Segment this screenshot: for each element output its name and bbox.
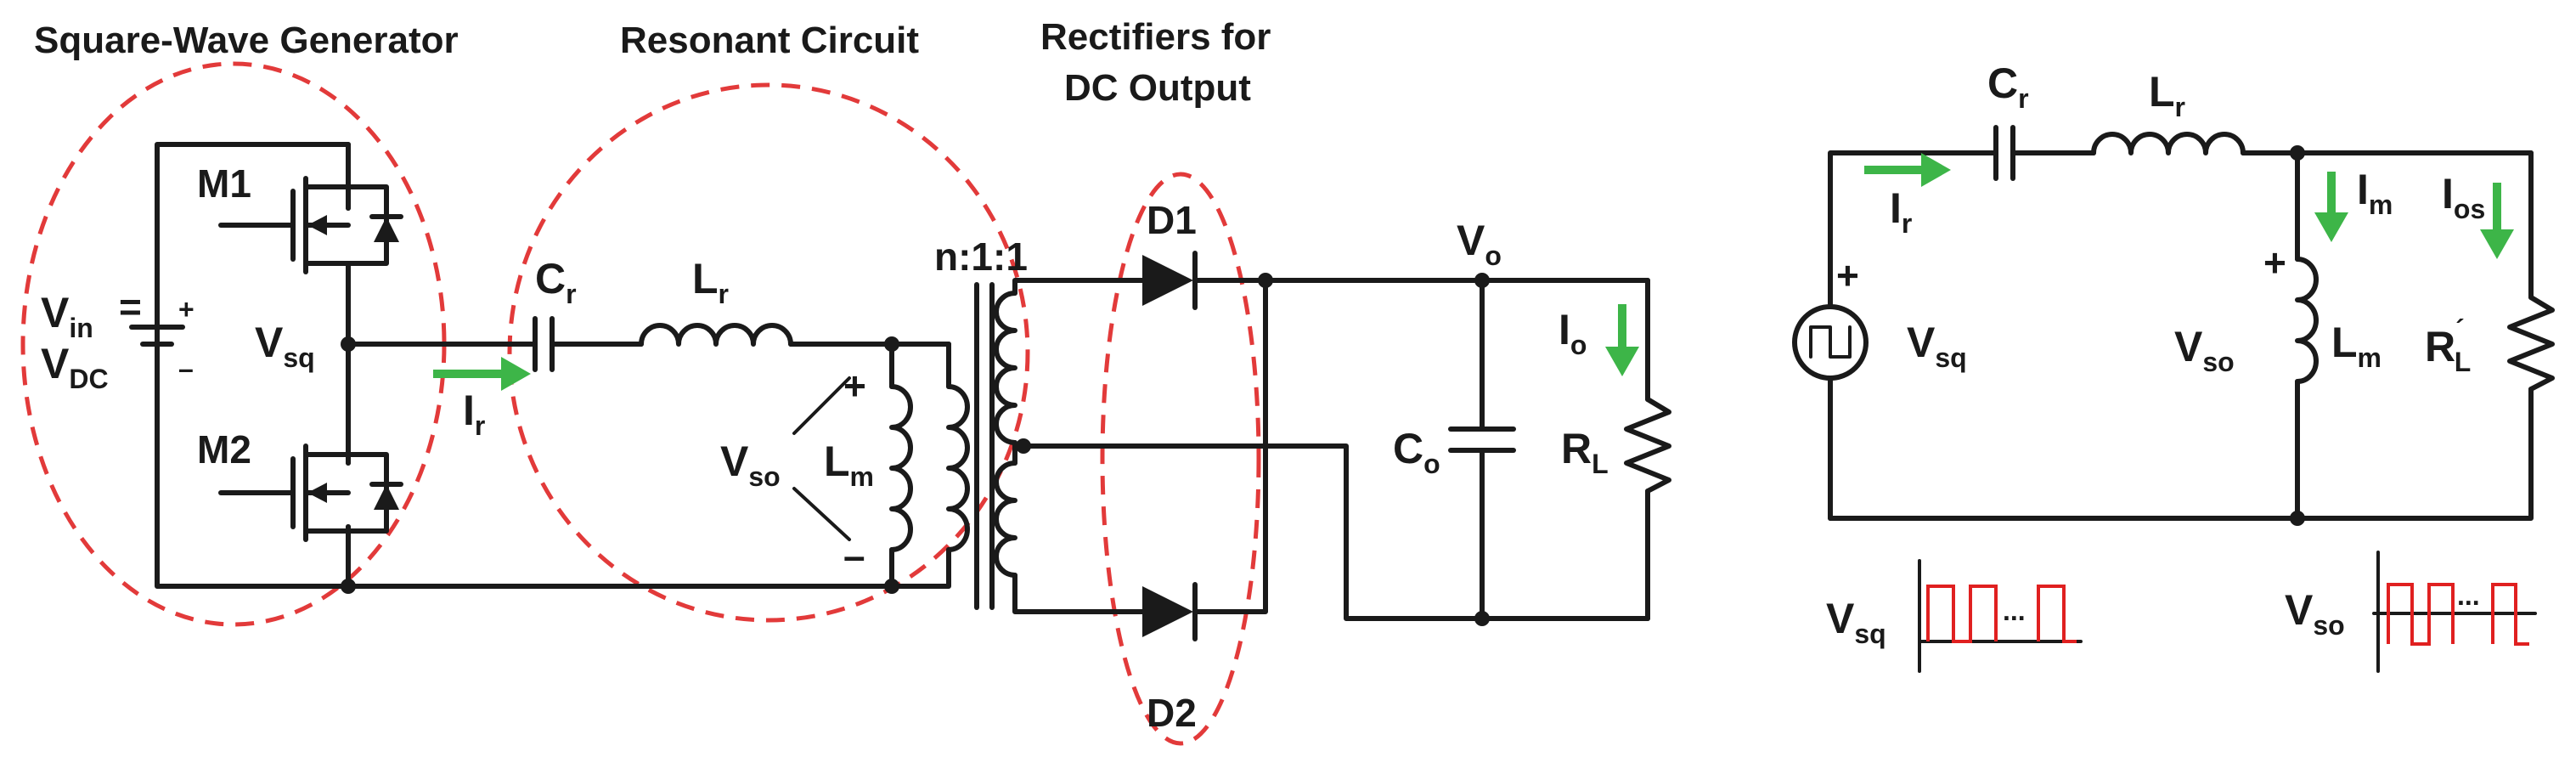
node-co-bottom (1474, 611, 1490, 626)
title-square-wave-generator: Square-Wave Generator (34, 20, 459, 61)
dc-minus: – (178, 353, 194, 384)
transformer (974, 278, 1141, 614)
label-eq-ir: Ir (1890, 184, 1912, 239)
label-vso: Vso (720, 438, 781, 492)
waveform-vso: ... (2372, 551, 2537, 673)
title-resonant-circuit: Resonant Circuit (620, 20, 919, 61)
waveform-vsq: ... (1918, 559, 2083, 673)
label-eq-vso: Vso (2174, 323, 2235, 377)
label-vsq: Vsq (255, 319, 315, 373)
resonant-wiring (346, 316, 970, 589)
label-m1: M1 (197, 161, 251, 206)
label-vso-plus: + (843, 364, 866, 408)
label-lm: Lm (824, 438, 874, 492)
label-ios: Ios (2442, 170, 2485, 224)
label-im: Im (2357, 166, 2393, 220)
current-arrow-io (1605, 304, 1639, 376)
node-bottom-left (341, 579, 356, 594)
label-source-plus: + (1836, 253, 1859, 297)
label-vso-minus: – (843, 534, 865, 578)
label-lr: Lr (692, 255, 729, 309)
current-arrow-ios (2480, 183, 2514, 259)
mosfet-m1 (218, 176, 403, 274)
waveform-vsq-ellipsis: ... (2003, 596, 2026, 626)
label-eq-cr: Cr (1987, 59, 2029, 114)
ellipse-resonant-circuit (507, 82, 1030, 623)
label-waveform-vso: Vso (2285, 586, 2345, 641)
label-cr: Cr (535, 255, 577, 309)
title-rectifiers-line1: Rectifiers for (1040, 16, 1271, 58)
vso-bracket (792, 376, 851, 541)
mosfet-m2 (218, 443, 403, 542)
diode-d1 (1068, 251, 1268, 310)
node-lm-bottom (884, 579, 899, 594)
label-vdc: VDC (41, 340, 109, 394)
node-eq-top (2290, 145, 2305, 161)
label-eq-rl-prime: R´L (2425, 314, 2471, 377)
current-arrow-eq-ir (1864, 153, 1951, 187)
title-rectifiers-line2: DC Output (1064, 67, 1251, 109)
ellipse-rectifiers (1100, 172, 1261, 746)
label-m2: M2 (197, 427, 251, 472)
label-ir: Ir (463, 387, 485, 441)
label-d1: D1 (1147, 198, 1197, 242)
label-eq-vso-plus: + (2263, 240, 2286, 285)
node-vo (1474, 273, 1490, 288)
current-arrow-ir (433, 357, 531, 391)
output-wiring (1263, 278, 1671, 621)
label-co: Co (1393, 425, 1440, 479)
label-turns-ratio: n:1:1 (934, 234, 1028, 279)
center-tap-return (1021, 443, 1650, 621)
label-io: Io (1559, 306, 1587, 360)
waveform-vso-ellipsis: ... (2457, 580, 2480, 611)
label-vin: Vin (41, 289, 93, 343)
label-d2: D2 (1147, 691, 1197, 735)
node-eq-bottom (2290, 511, 2305, 526)
node-lm-top (884, 336, 899, 352)
label-vin-equals: = (119, 285, 142, 329)
label-eq-vsq: Vsq (1907, 319, 1967, 373)
label-vo: Vo (1457, 217, 1502, 271)
diode-d2 (1136, 278, 1268, 641)
dc-plus: + (178, 294, 194, 325)
dc-source: + – (129, 294, 194, 384)
square-wave-source-icon (1792, 304, 1869, 381)
label-rl: RL (1561, 425, 1609, 479)
label-eq-lm: Lm (2331, 319, 2382, 373)
label-waveform-vsq: Vsq (1826, 595, 1886, 649)
current-arrow-im (2314, 172, 2348, 242)
label-eq-lr: Lr (2149, 68, 2185, 122)
